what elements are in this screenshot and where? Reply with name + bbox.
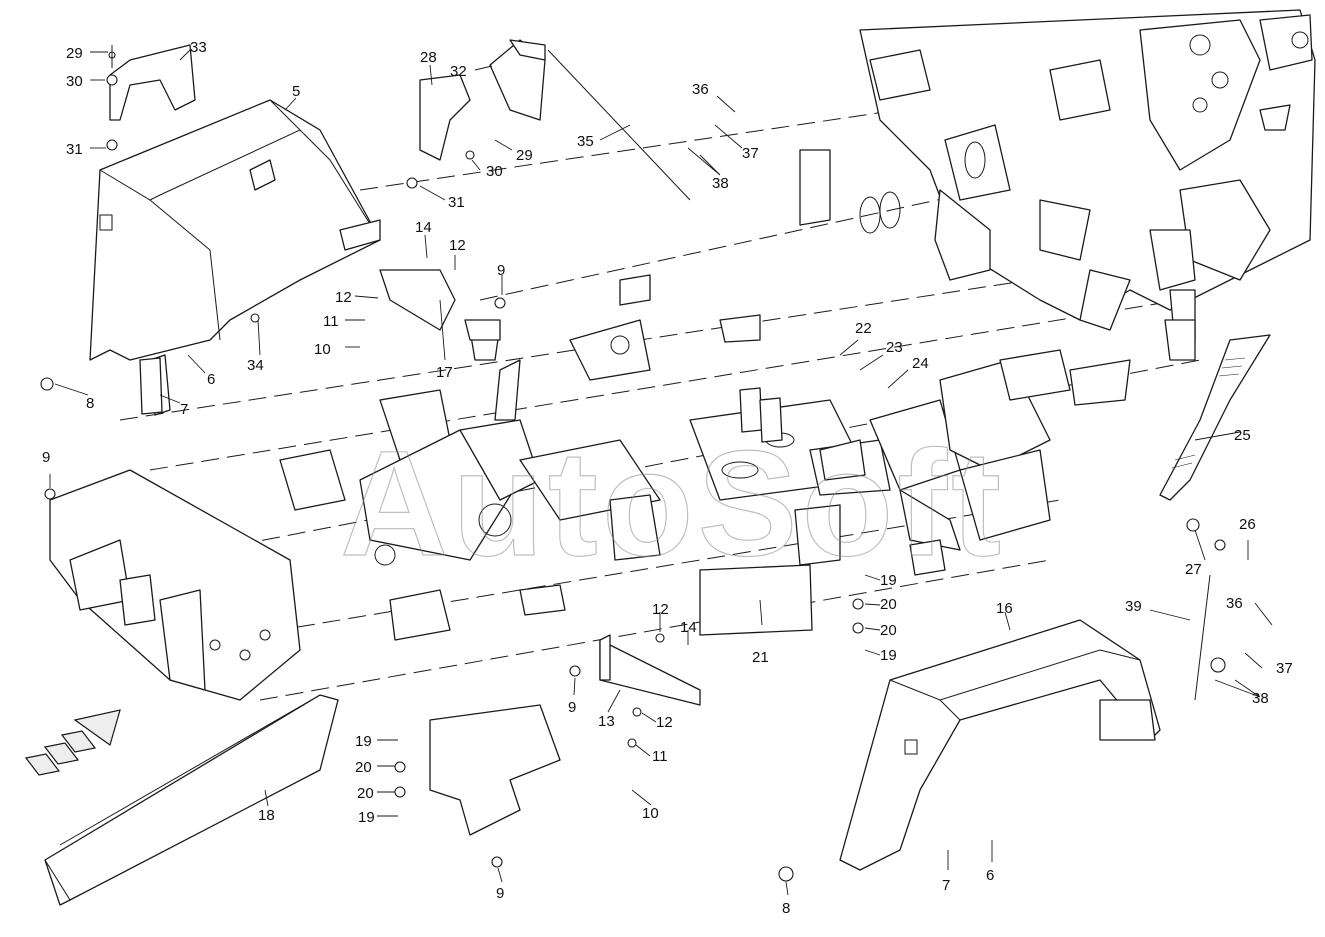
callout-17: 17 <box>436 364 453 381</box>
callout-9: 9 <box>568 699 576 716</box>
callout-9: 9 <box>497 262 505 279</box>
callout-11: 11 <box>652 748 668 765</box>
callout-9: 9 <box>496 885 504 902</box>
callout-35: 35 <box>577 133 594 150</box>
mudflap-part-25 <box>1159 334 1271 501</box>
callout-30: 30 <box>486 163 503 180</box>
callout-29: 29 <box>66 45 83 62</box>
callout-7: 7 <box>942 877 950 894</box>
front-fender-part-18 <box>44 694 339 906</box>
callout-21: 21 <box>752 649 769 666</box>
fasteners <box>40 45 1226 882</box>
callout-5: 5 <box>292 83 300 100</box>
cab-assembly <box>89 39 546 416</box>
callout-30: 30 <box>66 73 83 90</box>
rear-frame-assembly <box>799 9 1316 361</box>
callout-20: 20 <box>880 622 897 639</box>
callout-25: 25 <box>1234 427 1251 444</box>
callout-10: 10 <box>314 341 331 358</box>
callout-13: 13 <box>598 713 615 730</box>
callout-31: 31 <box>448 194 465 211</box>
mudguard-bracket-assembly <box>429 564 813 836</box>
callout-37: 37 <box>742 145 759 162</box>
callout-19: 19 <box>355 733 372 750</box>
callout-10: 10 <box>642 805 659 822</box>
callout-9: 9 <box>42 449 50 466</box>
callout-labels: 29 30 31 33 5 28 32 35 36 37 38 29 30 31… <box>42 39 1293 917</box>
callout-32: 32 <box>450 63 467 80</box>
front-frame-assembly <box>49 469 301 701</box>
callout-23: 23 <box>886 339 903 356</box>
callout-6: 6 <box>207 371 215 388</box>
callout-20: 20 <box>355 759 372 776</box>
callout-38: 38 <box>1252 690 1269 707</box>
center-frame-assembly <box>174 274 1131 641</box>
callout-11: 11 <box>323 313 339 330</box>
callout-24: 24 <box>912 355 929 372</box>
callout-29: 29 <box>516 147 533 164</box>
callout-20: 20 <box>357 785 374 802</box>
callout-6: 6 <box>986 867 994 884</box>
rear-fender-part-16 <box>839 619 1161 871</box>
callout-36: 36 <box>1226 595 1243 612</box>
callout-38: 38 <box>712 175 729 192</box>
callout-8: 8 <box>86 395 94 412</box>
callout-14: 14 <box>415 219 432 236</box>
forward-direction-arrow-icon <box>24 709 121 776</box>
callout-22: 22 <box>855 320 872 337</box>
callout-26: 26 <box>1239 516 1256 533</box>
callout-7: 7 <box>180 401 188 418</box>
callout-12: 12 <box>335 289 352 306</box>
callout-19: 19 <box>880 647 897 664</box>
callout-20: 20 <box>880 596 897 613</box>
callout-33: 33 <box>190 39 207 56</box>
callout-27: 27 <box>1185 561 1202 578</box>
callout-12: 12 <box>652 601 669 618</box>
callout-12: 12 <box>449 237 466 254</box>
callout-39: 39 <box>1125 598 1142 615</box>
callout-8: 8 <box>782 900 790 917</box>
callout-19: 19 <box>358 809 375 826</box>
callout-36: 36 <box>692 81 709 98</box>
callout-28: 28 <box>420 49 437 66</box>
callout-leaders <box>49 49 1273 896</box>
callout-37: 37 <box>1276 660 1293 677</box>
callout-14: 14 <box>680 619 697 636</box>
watermark-text: AutoSoft <box>340 419 1005 587</box>
callout-18: 18 <box>258 807 275 824</box>
callout-16: 16 <box>996 600 1013 617</box>
callout-19: 19 <box>880 572 897 589</box>
callout-34: 34 <box>247 357 264 374</box>
callout-12: 12 <box>656 714 673 731</box>
callout-31: 31 <box>66 141 83 158</box>
